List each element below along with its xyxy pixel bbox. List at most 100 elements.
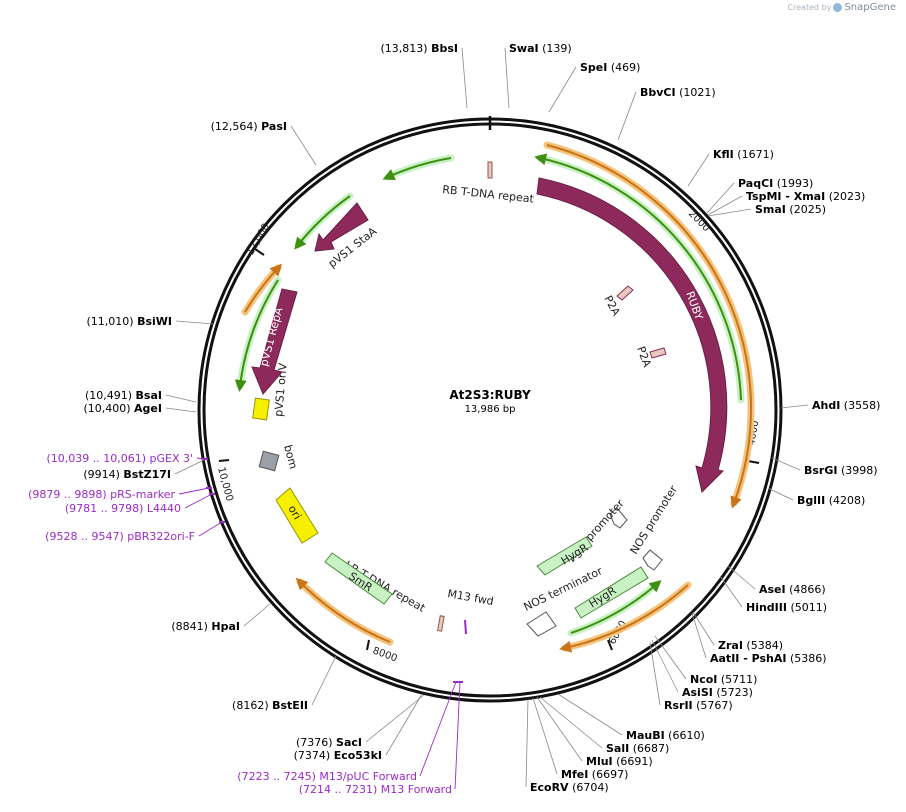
site-name: EcoRV: [530, 781, 569, 794]
primer-annotation[interactable]: (7214 .. 7231) M13 Forward: [299, 681, 463, 796]
site-name: SpeI: [580, 61, 607, 74]
site-position: (8841): [171, 620, 211, 633]
site-bsai[interactable]: (10,491) BsaI: [85, 389, 197, 403]
site-leader-line: [165, 407, 197, 413]
site-ecorv[interactable]: EcoRV (6704): [525, 698, 609, 794]
orange-arc-left-core: [244, 263, 283, 313]
hygr-2-label: HygR: [587, 584, 619, 611]
site-label: (7374) Eco53kI: [294, 749, 382, 762]
site-bbsi[interactable]: (13,813) BbsI: [381, 42, 468, 109]
site-leader-line: [539, 696, 603, 749]
p2a-arrow-2: [649, 347, 667, 359]
primer-annotation[interactable]: (7223 .. 7245) M13/pUC Forward: [237, 681, 459, 783]
site-asisi[interactable]: AsiSI (5723): [651, 639, 753, 699]
green-arc-top-core: [382, 157, 452, 181]
site-ahdi[interactable]: AhdI (3558): [780, 399, 880, 412]
site-position: (4208): [825, 494, 865, 507]
site-name: NcoI: [690, 673, 717, 686]
site-aatii[interactable]: AatII - PshAI (5386): [691, 612, 827, 665]
site-leader-line: [461, 47, 468, 109]
site-maubi[interactable]: MauBI (6610): [557, 693, 705, 742]
site-position: (5384): [743, 639, 783, 652]
site-sali[interactable]: SalI (6687): [539, 696, 669, 755]
site-position: (10,491): [85, 389, 136, 402]
site-position: (3558): [840, 399, 880, 412]
site-name: MfeI: [561, 768, 588, 781]
site-label: (13,813) BbsI: [381, 42, 458, 55]
site-position: (4866): [786, 583, 826, 596]
site-leader-line: [536, 696, 583, 762]
site-position: (12,564): [211, 120, 262, 133]
site-bsrgi[interactable]: BsrGI (3998): [771, 457, 878, 477]
nos-promoter-2: [642, 549, 663, 571]
site-label: MluI (6691): [586, 755, 653, 768]
bom-label: bom: [281, 443, 300, 470]
pvs1-repa: [251, 288, 298, 395]
snapgene-branding: Created by SnapGene: [787, 2, 896, 13]
site-leader-line: [687, 153, 710, 187]
site-leader-line: [365, 694, 425, 743]
primer-annotation[interactable]: (9781 .. 9798) L4440: [65, 493, 215, 515]
nos-promoter-1: [609, 507, 628, 529]
site-agei[interactable]: (10,400) AgeI: [83, 402, 197, 415]
primer-leader-line: [178, 487, 210, 495]
site-name: BglII: [797, 494, 825, 507]
site-position: (5767): [693, 699, 733, 712]
site-position: (1021): [676, 86, 716, 99]
site-name: BstEII: [272, 699, 308, 712]
scale-tick-mark: [698, 213, 708, 224]
site-hpai[interactable]: (8841) HpaI: [171, 602, 272, 633]
site-spei[interactable]: SpeI (469): [548, 61, 640, 113]
site-label: SwaI (139): [509, 42, 572, 55]
site-rsrii[interactable]: RsrII (5767): [649, 641, 733, 712]
site-bglii[interactable]: BglII (4208): [767, 487, 865, 507]
site-leader-line: [649, 641, 661, 706]
site-smai[interactable]: SmaI (2025): [707, 203, 826, 217]
site-leader-line: [243, 602, 272, 627]
site-bsiwi[interactable]: (11,010) BsiWI: [86, 315, 214, 328]
site-eco53ki[interactable]: (7374) Eco53kI: [294, 693, 423, 762]
green-arc-left-core: [234, 279, 279, 392]
site-extra-name: - XmaI: [782, 190, 826, 203]
site-name: BbvCI: [640, 86, 676, 99]
site-kfli[interactable]: KflI (1671): [687, 148, 774, 187]
site-hindiii[interactable]: HindIII (5011): [719, 575, 827, 614]
site-position: (139): [539, 42, 572, 55]
site-mlui[interactable]: MluI (6691): [536, 696, 653, 768]
site-swai[interactable]: SwaI (139): [504, 42, 572, 109]
primer-annotation[interactable]: (9879 .. 9898) pRS-marker: [28, 487, 212, 501]
site-asei[interactable]: AseI (4866): [727, 565, 826, 596]
site-saci[interactable]: (7376) SacI: [296, 694, 425, 749]
smr-marker: [324, 552, 393, 605]
site-zrai[interactable]: ZraI (5384): [692, 611, 783, 652]
site-label: (12,564) PasI: [211, 120, 287, 133]
site-bstz17i[interactable]: (9914) BstZ17I: [83, 459, 205, 481]
site-label: SalI (6687): [606, 742, 669, 755]
site-leader-line: [311, 655, 337, 706]
site-leader-line: [557, 693, 623, 736]
orange-arc-bottom-left-core: [295, 577, 391, 643]
site-tspmi[interactable]: TspMI - XmaI (2023): [707, 190, 865, 216]
site-ncoi[interactable]: NcoI (5711): [654, 635, 757, 686]
site-leader-line: [175, 320, 214, 325]
hygr-1: [536, 536, 593, 576]
primer-annotation[interactable]: (10,039 .. 10,061) pGEX 3': [46, 452, 208, 465]
site-bbvci[interactable]: BbvCI (1021): [617, 86, 716, 141]
site-mfei[interactable]: MfeI (6697): [532, 697, 628, 781]
primer-annotation[interactable]: (9528 .. 9547) pBR322ori-F: [45, 521, 225, 543]
site-pasi[interactable]: (12,564) PasI: [211, 120, 317, 166]
primer-leader-line: [184, 493, 213, 509]
plasmid-length: 13,986 bp: [465, 404, 516, 415]
site-label: BsrGI (3998): [804, 464, 878, 477]
site-label: RsrII (5767): [664, 699, 733, 712]
site-bsteii[interactable]: (8162) BstEII: [232, 655, 337, 712]
site-leader-line: [707, 208, 752, 217]
site-leader-line: [290, 125, 317, 166]
site-position: (1993): [773, 177, 813, 190]
hygr-2: [574, 566, 649, 619]
site-paqci[interactable]: PaqCI (1993): [706, 177, 813, 214]
site-label: SpeI (469): [580, 61, 640, 74]
green-arc-lower-right-core: [570, 580, 662, 634]
site-label: AsiSI (5723): [682, 686, 753, 699]
